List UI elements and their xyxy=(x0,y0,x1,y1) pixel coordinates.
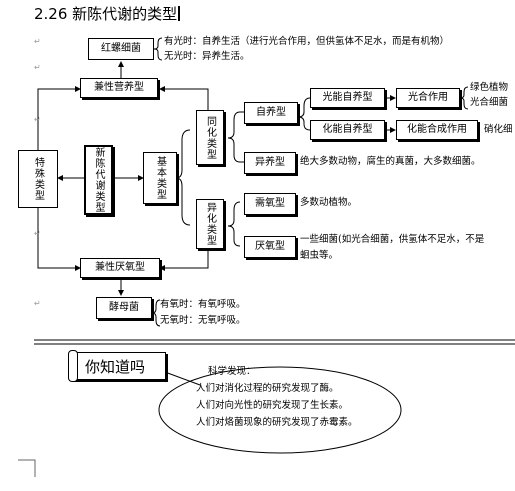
discovery-item-2: 人们对向光性的研究发现了生长素。 xyxy=(196,400,349,411)
nitrifying-bacteria: 硝化细 xyxy=(484,124,513,135)
photo-autotroph-box: 光能自养型 xyxy=(310,88,385,108)
paragraph-mark: ↵ xyxy=(34,63,41,72)
chemosynthesis-box: 化能合成作用 xyxy=(396,120,478,140)
special-type-box: 特殊类型 xyxy=(18,150,58,208)
paragraph-mark: ↵ xyxy=(34,37,41,46)
chemo-autotroph-box: 化能自养型 xyxy=(310,120,385,140)
yeast-without-oxygen: 无氧时：无氧呼吸。 xyxy=(160,315,246,326)
photosynthesis-box: 光合作用 xyxy=(396,88,460,108)
photosynthetic-bacteria: 光合细菌 xyxy=(470,97,509,108)
anaerobic-box: 厌氧型 xyxy=(244,236,296,258)
autotroph-box: 自养型 xyxy=(244,102,298,124)
discovery-item-1: 人们对消化过程的研究发现了酶。 xyxy=(196,383,339,394)
paragraph-mark: ↵ xyxy=(34,299,41,308)
basic-type-box: 基本类型 xyxy=(143,152,177,204)
green-plants: 绿色植物 xyxy=(470,82,509,93)
paragraph-mark: ↵ xyxy=(34,229,41,238)
yeast-box: 酵母菌 xyxy=(96,297,152,319)
scroll-curl-left xyxy=(68,350,78,382)
red-bacteria-light: 有光时：自养生活（进行光合作用，但供氢体不足水，而是有机物） xyxy=(164,36,450,47)
assimilation-type-box: 同化类型 xyxy=(196,110,224,165)
page-title: 2.26 新陈代谢的类型 xyxy=(34,3,181,24)
aerobic-desc: 多数动植物。 xyxy=(300,197,358,208)
did-you-know-banner: 你知道吗 xyxy=(68,350,166,382)
red-bacteria-box: 红螺细菌 xyxy=(88,38,154,60)
anaerobic-desc-1: 一些细菌(如光合细菌，供氢体不足水，不是 xyxy=(300,234,485,245)
amph-nutrition-box: 兼性营养型 xyxy=(80,78,158,98)
red-bacteria-dark: 无光时：异养生活。 xyxy=(164,51,250,62)
yeast-with-oxygen: 有氧时：有氧呼吸。 xyxy=(160,299,246,310)
paragraph-mark: ↵ xyxy=(34,115,41,124)
metabolism-type-box: 新陈代谢类型 xyxy=(84,145,113,215)
text-cursor xyxy=(178,6,181,21)
dissimilation-type-box: 异化类型 xyxy=(196,199,224,249)
amph-anaerobic-box: 兼性厌氧型 xyxy=(80,258,160,278)
aerobic-box: 需氧型 xyxy=(244,193,296,215)
discovery-heading: 科学发现： xyxy=(208,366,256,377)
did-you-know-title: 你知道吗 xyxy=(85,358,146,376)
heterotroph-desc: 绝大多数动物，腐生的真菌，大多数细菌。 xyxy=(300,156,481,167)
discovery-item-3: 人们对烙菌现象的研究发现了赤霉素。 xyxy=(196,417,358,428)
anaerobic-desc-2: 蛔虫等。 xyxy=(300,250,339,261)
heterotroph-box: 异养型 xyxy=(244,152,296,174)
